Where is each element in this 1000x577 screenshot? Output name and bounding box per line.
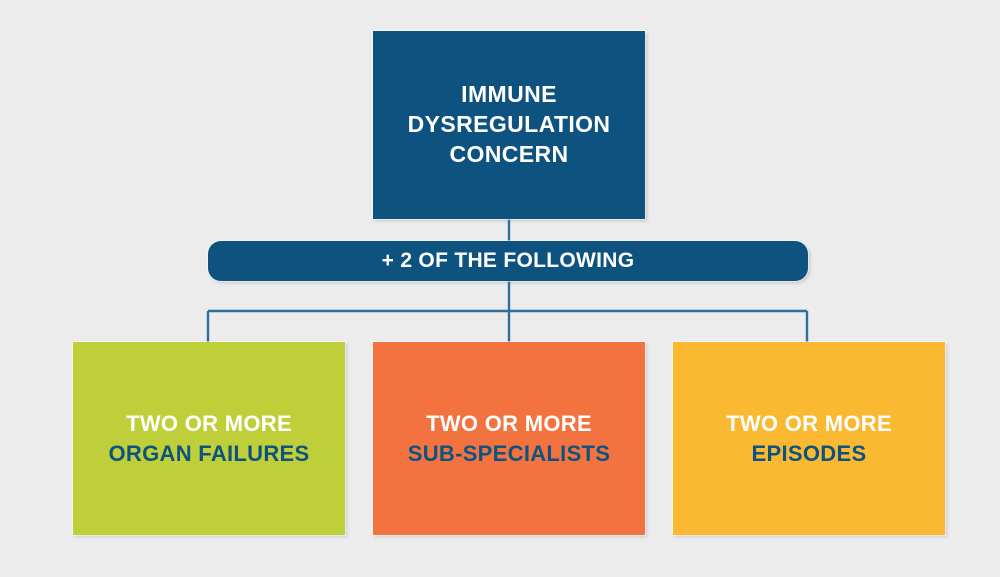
sub-specialists-line-primary: TWO OR MORE: [426, 411, 592, 437]
episodes-label-stack: TWO OR MORE EPISODES: [726, 409, 892, 467]
organ-failures-line-secondary: ORGAN FAILURES: [108, 440, 310, 466]
sub-specialists-line-secondary: SUB-SPECIALISTS: [407, 440, 611, 466]
node-episodes: TWO OR MORE EPISODES: [673, 342, 945, 535]
root-label-line-3: CONCERN: [449, 140, 569, 167]
node-plus-two-of-the-following: + 2 OF THE FOLLOWING: [208, 241, 808, 281]
root-label-line-1: IMMUNE: [461, 81, 557, 108]
qualifier-label: + 2 OF THE FOLLOWING: [381, 249, 635, 272]
node-sub-specialists: TWO OR MORE SUB-SPECIALISTS: [373, 342, 645, 535]
episodes-line-secondary: EPISODES: [751, 440, 867, 466]
sub-specialists-label-stack: TWO OR MORE SUB-SPECIALISTS: [408, 409, 611, 467]
organ-failures-line-primary: TWO OR MORE: [126, 411, 292, 437]
node-immune-dysregulation-concern: IMMUNE DYSREGULATION CONCERN: [373, 31, 645, 219]
root-label-line-2: DYSREGULATION: [407, 111, 611, 138]
organ-failures-label-stack: TWO OR MORE ORGAN FAILURES: [109, 409, 310, 467]
episodes-line-primary: TWO OR MORE: [726, 411, 892, 437]
root-label-stack: IMMUNE DYSREGULATION CONCERN: [408, 80, 611, 170]
node-organ-failures: TWO OR MORE ORGAN FAILURES: [73, 342, 345, 535]
